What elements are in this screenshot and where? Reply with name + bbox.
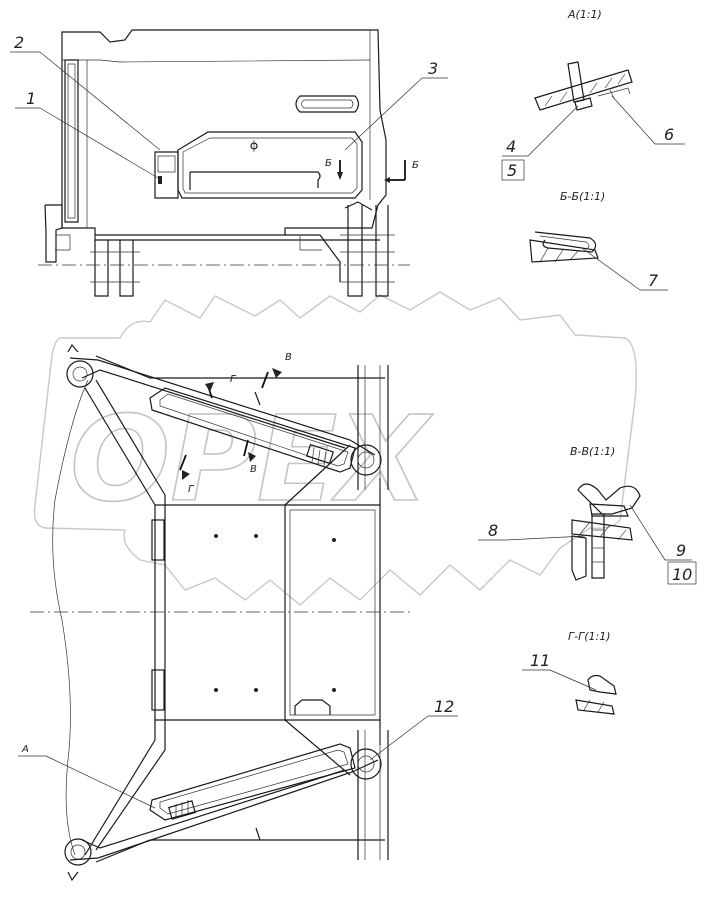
callout-4: 4: [506, 137, 516, 156]
callout-5-box: [501, 159, 525, 181]
watermark-gear-icon: [33, 291, 637, 606]
callouts: 1 2 3 4 5 6 7 8 9 10 11 12: [14, 33, 697, 716]
section-gg-title: Г-Г(1:1): [568, 630, 611, 643]
view-a-label: А: [21, 744, 29, 755]
plan-section-markers: В В Г Г А: [21, 352, 292, 755]
callout-3: 3: [428, 59, 438, 78]
callout-11: 11: [530, 651, 550, 670]
section-vv: В-В(1:1): [570, 445, 641, 581]
callout-8: 8: [488, 521, 498, 540]
joint-top-right: [350, 444, 382, 476]
left-wheel: [90, 240, 140, 297]
side-view: [38, 29, 410, 297]
detail-a-title: А(1:1): [567, 8, 602, 21]
callout-5: 5: [507, 161, 517, 180]
plan-view: [30, 343, 410, 882]
section-gg: Г-Г(1:1): [568, 630, 617, 715]
section-b-label-right: Б: [412, 160, 419, 171]
section-g-label-upper: Г: [230, 374, 237, 385]
callout-1: 1: [26, 89, 36, 108]
watermark: OPEX: [33, 291, 637, 606]
callout-7: 7: [648, 271, 659, 290]
joint-top-left: [66, 343, 94, 388]
section-b-markers: Б Б: [325, 158, 419, 183]
callout-10: 10: [672, 565, 692, 584]
section-v-label-upper: В: [285, 352, 292, 363]
section-bb: Б-Б(1:1): [529, 190, 605, 263]
section-vv-title: В-В(1:1): [570, 445, 615, 458]
right-wheel: [340, 201, 395, 297]
joint-bottom-right: [350, 748, 382, 780]
leaders: [10, 51, 692, 809]
section-g-label-lower: Г: [188, 484, 195, 495]
callout-9: 9: [676, 541, 686, 560]
section-v-label-lower: В: [250, 464, 257, 475]
callout-6: 6: [664, 125, 674, 144]
callout-2: 2: [14, 33, 24, 52]
callout-10-box: [667, 561, 697, 585]
detail-a: А(1:1): [534, 8, 633, 111]
joint-bottom-left: [64, 838, 92, 882]
callout-12: 12: [434, 697, 454, 716]
section-bb-title: Б-Б(1:1): [560, 190, 605, 203]
section-b-label-upper: Б: [325, 158, 332, 169]
